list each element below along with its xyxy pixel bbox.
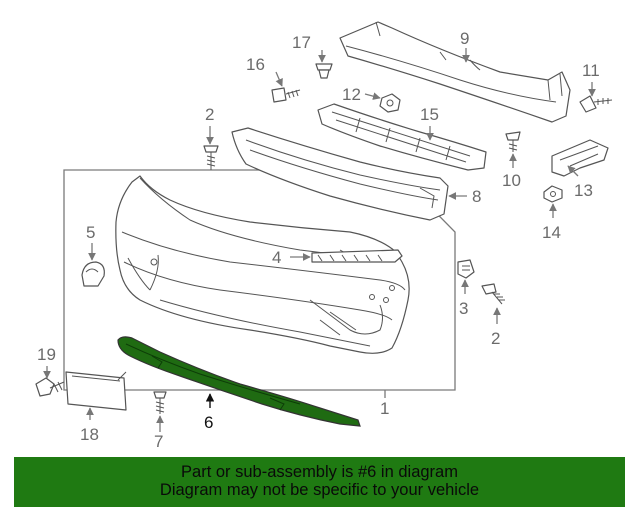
callout-5: 5 [86, 223, 95, 242]
callout-16: 16 [246, 55, 265, 74]
callout-9: 9 [460, 29, 469, 48]
callout-15: 15 [420, 105, 439, 124]
tow-hook-cap [81, 261, 105, 287]
banner-line-2: Diagram may not be specific to your vehi… [159, 481, 480, 499]
fastener-16 [271, 87, 301, 103]
callout-2-right: 2 [491, 329, 500, 348]
nut-14 [543, 185, 563, 203]
nut-12 [379, 93, 401, 113]
clip-19 [35, 377, 65, 397]
callout-7: 7 [154, 432, 163, 451]
callout-3: 3 [459, 299, 468, 318]
callout-6: 6 [204, 413, 213, 432]
fastener-2-right [481, 283, 505, 305]
callout-10: 10 [502, 171, 521, 190]
reinforcement-beam [339, 21, 571, 123]
callout-12: 12 [342, 85, 361, 104]
clip-3 [457, 259, 475, 279]
leader-lines [43, 48, 596, 432]
screw-7 [153, 391, 167, 414]
callout-4: 4 [272, 248, 281, 267]
fastener-17 [315, 63, 333, 79]
callout-1: 1 [380, 399, 389, 418]
trim-strip [311, 249, 403, 263]
highlighted-part-6 [117, 336, 361, 427]
fastener-2-top [203, 145, 219, 170]
plate-bracket-18 [65, 371, 127, 411]
banner-line-1: Part or sub-assembly is #6 in diagram [181, 463, 458, 481]
energy-absorber [231, 127, 449, 221]
callout-11: 11 [582, 61, 600, 80]
callout-18: 18 [80, 425, 99, 444]
callout-19: 19 [37, 345, 56, 364]
parts-diagram: 1 2 2 3 4 5 6 7 8 9 10 11 12 13 14 15 16… [35, 21, 613, 451]
fastener-10 [505, 131, 521, 152]
callout-14: 14 [542, 223, 561, 242]
callout-13: 13 [574, 181, 593, 200]
side-bracket-13 [551, 139, 609, 177]
info-banner: Part or sub-assembly is #6 in diagram Di… [14, 457, 625, 507]
support-bracket-15 [317, 103, 487, 171]
callout-8: 8 [472, 187, 481, 206]
fastener-11 [579, 95, 613, 113]
callout-17: 17 [292, 33, 311, 52]
callout-2-top: 2 [205, 105, 214, 124]
